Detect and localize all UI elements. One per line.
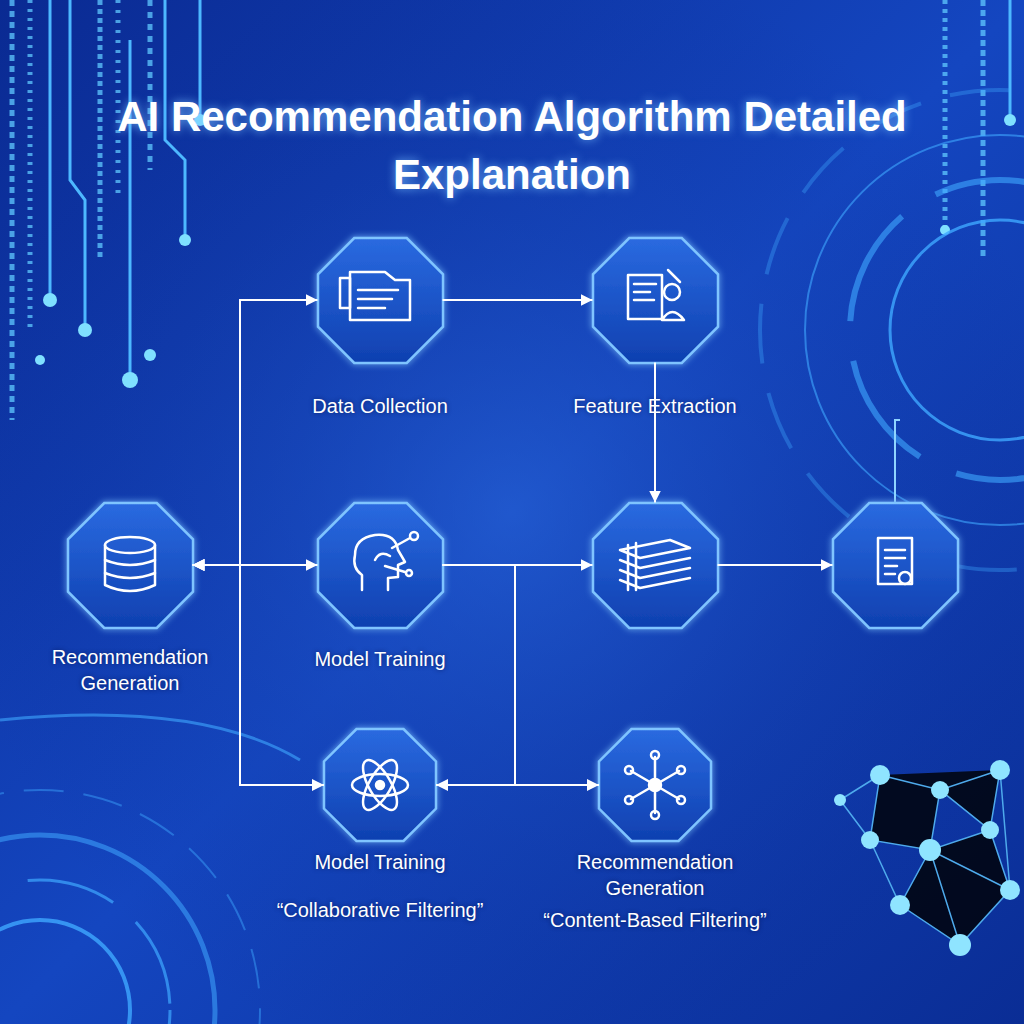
octagon-outline	[324, 729, 436, 841]
method-label: “Content-Based Filtering”	[505, 907, 805, 933]
brain-icon	[354, 532, 418, 590]
feature-icon	[628, 270, 684, 320]
octagon-shape	[593, 238, 718, 363]
layers-icon	[620, 540, 690, 590]
octagon-polygon	[833, 503, 958, 628]
atom-icon	[352, 755, 408, 814]
octagon-polygon	[68, 503, 193, 628]
octagon-polygon	[593, 503, 718, 628]
flow-arrow	[718, 564, 833, 566]
octagon-node: Model Training	[260, 503, 500, 672]
octagon-polygon	[593, 238, 718, 363]
octagon-shape	[833, 503, 958, 628]
octagon-polygon	[324, 729, 436, 841]
octagon-shape	[599, 729, 711, 841]
circuit-lines	[50, 0, 1010, 380]
octagon-outline	[593, 503, 718, 628]
binary-strips	[12, 0, 983, 420]
node-label: Data Collection	[260, 393, 500, 419]
flow-arrow	[443, 299, 593, 301]
octagon-node	[795, 503, 995, 628]
octagon-node: Recommendation Generation “Content-Based …	[495, 729, 815, 933]
title-area: AI Recommendation Algorithm Detailed Exp…	[112, 88, 912, 204]
octagon-outline	[318, 238, 443, 363]
flow-arrow	[654, 363, 656, 503]
octagon-outline	[599, 729, 711, 841]
octagon-polygon	[599, 729, 711, 841]
corner-arcs	[0, 715, 300, 1024]
octagon-polygon	[318, 503, 443, 628]
octagon-shape	[318, 503, 443, 628]
diagram-title: AI Recommendation Algorithm Detailed Exp…	[112, 88, 912, 204]
flow-arrow	[193, 564, 318, 566]
network-graph	[834, 760, 1020, 956]
flow-arrow	[443, 564, 593, 566]
octagon-outline	[593, 238, 718, 363]
report-icon	[878, 538, 912, 584]
right-arcs	[760, 90, 1024, 570]
flow-arrow	[443, 565, 600, 785]
method-label: “Collaborative Filtering”	[230, 897, 530, 923]
octagon-outline	[318, 503, 443, 628]
leader-line	[895, 420, 900, 503]
octagon-shape	[593, 503, 718, 628]
octagon-node	[555, 503, 755, 628]
node-label: Recommendation Generation	[548, 849, 763, 901]
octagon-shape	[318, 238, 443, 363]
document-icon	[340, 272, 410, 320]
octagon-polygon	[318, 238, 443, 363]
node-label: Feature Extraction	[535, 393, 775, 419]
node-label: Model Training	[265, 646, 495, 672]
flow-arrow	[193, 300, 318, 565]
octagon-node: Recommendation Generation	[25, 503, 235, 696]
flow-arrow	[436, 565, 515, 785]
octagon-outline	[68, 503, 193, 628]
network-icon	[625, 751, 685, 819]
octagon-outline	[833, 503, 958, 628]
octagon-node: Model Training “Collaborative Filtering”	[230, 729, 530, 923]
octagon-node: Data Collection	[250, 238, 510, 419]
node-label: Recommendation Generation	[30, 644, 230, 696]
flow-arrow	[193, 565, 325, 785]
octagon-shape	[68, 503, 193, 628]
octagon-node: Feature Extraction	[525, 238, 785, 419]
node-label: Model Training	[260, 849, 500, 875]
octagon-shape	[324, 729, 436, 841]
database-icon	[105, 537, 155, 591]
